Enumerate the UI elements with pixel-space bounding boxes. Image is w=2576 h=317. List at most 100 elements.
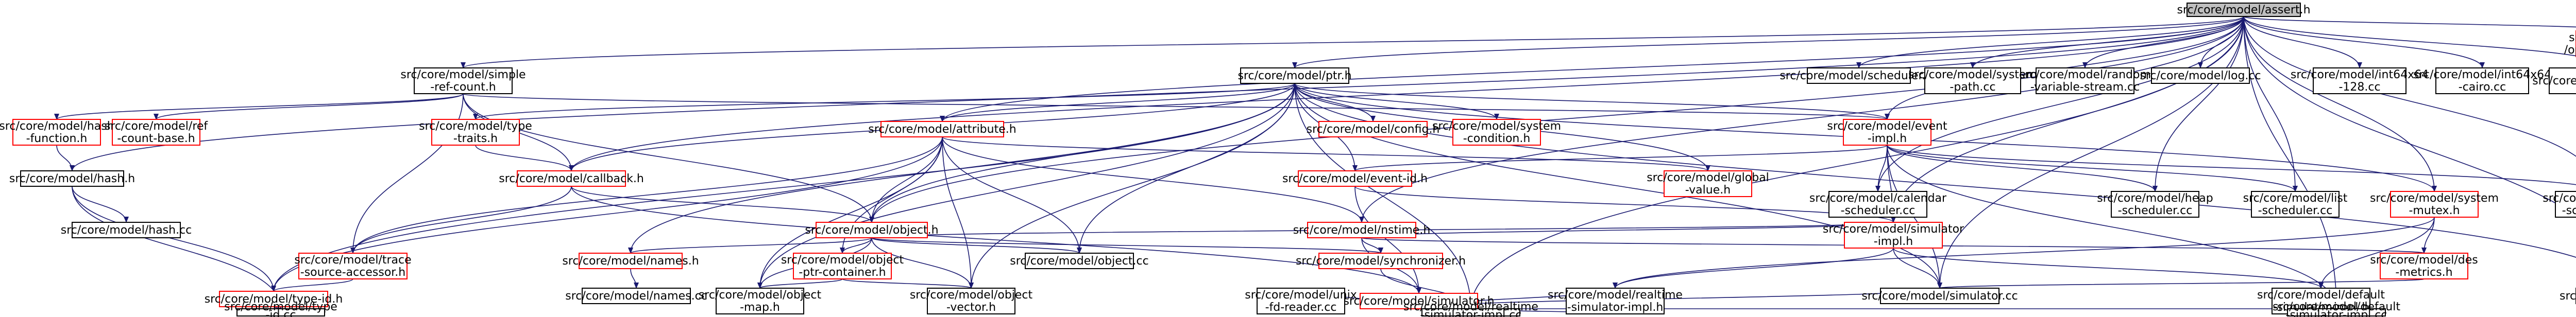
include-edge (571, 186, 1421, 294)
file-node-label: -cairo.cc (2459, 81, 2506, 94)
include-edge (1294, 83, 1473, 309)
file-node-label: -scheduler.cc (1841, 204, 1916, 217)
file-node-hash-cc[interactable]: src/core/model/hash.cc (61, 222, 192, 238)
file-node-int64x64-128[interactable]: src/core/model/int64x64-128.cc (2291, 67, 2429, 94)
file-node-object-ptr-container[interactable]: src/core/model/object-ptr-container.h (781, 253, 904, 279)
include-edge (1893, 248, 2324, 289)
file-node-callback[interactable]: src/core/model/callback.h (499, 170, 644, 187)
file-node-label: -vector.h (946, 301, 996, 314)
include-edge (2243, 16, 2339, 309)
file-node-default-sim-impl-cc[interactable]: src/core/model/default-simulator-impl.cc (2273, 301, 2400, 317)
file-node-event-id[interactable]: src/core/model/event-id.h (1282, 170, 1428, 187)
file-node-box (2151, 67, 2250, 84)
file-node-hash-function[interactable]: src/core/model/hash-function.h (0, 119, 114, 146)
file-node-names-cc[interactable]: src/core/model/names.cc (565, 288, 707, 304)
file-node-label: -128.cc (2338, 81, 2380, 94)
file-node-label: src/core/model/assert.h (2177, 4, 2310, 16)
file-node-object-h[interactable]: src/core/model/object.h (805, 222, 939, 238)
file-node-des-metrics[interactable]: src/core/model/des-metrics.h (2370, 253, 2478, 279)
file-node-label: src/core/model/type-id.h (205, 293, 343, 306)
file-node-system-condition[interactable]: src/core/model/system-condition.h (1432, 119, 1561, 146)
include-edge (54, 93, 464, 120)
file-node-config[interactable]: src/core/model/config.h (1307, 121, 1440, 137)
file-node-label: -fd-reader.cc (1265, 301, 1337, 314)
file-node-event-impl[interactable]: src/core/model/event-impl.h (1827, 119, 1947, 146)
file-node-label: -function.h (26, 132, 88, 145)
include-edge (940, 16, 2244, 122)
file-node-hash-h[interactable]: src/core/model/hash.h (9, 170, 135, 187)
node-layer: src/core/model/assert.h src/core/model/si… (0, 3, 2576, 317)
include-edge (942, 136, 1710, 171)
file-node-type-traits[interactable]: src/core/model/type-traits.h (419, 119, 532, 146)
file-node-global-value[interactable]: src/core/model/global-value.h (1647, 170, 1769, 197)
file-node-trace-source[interactable]: src/core/model/trace-source-accessor.h (294, 253, 412, 279)
file-node-box (1307, 222, 1416, 238)
file-node-box (1298, 170, 1412, 187)
file-node-int64x64-cairo[interactable]: src/core/model/int64x64-cairo.cc (2413, 67, 2551, 94)
file-node-simple-ref[interactable]: src/core/model/simple-ref-count.h (400, 67, 526, 94)
file-node-realtime-sim-impl-h[interactable]: src/core/model/realtime-simulator-impl.h (1548, 288, 1683, 314)
file-node-list-sched[interactable]: src/core/model/list-scheduler.cc (2243, 191, 2348, 218)
file-node-label: src/core/model/type (224, 301, 337, 313)
file-node-calendar-sched[interactable]: src/core/model/calendar-scheduler.cc (1809, 191, 1947, 218)
include-edge (463, 93, 1889, 120)
file-node-box (1318, 121, 1428, 137)
include-edge (72, 186, 283, 309)
file-node-scheduler-cc[interactable]: src/core/model/scheduler.cc (1780, 67, 1938, 84)
include-edge (72, 186, 276, 292)
file-node-label: -path.cc (1950, 81, 1995, 94)
file-node-ref-count-base[interactable]: src/core/model/ref-count-base.h (105, 119, 209, 146)
file-node-system-mutex[interactable]: src/core/model/system-mutex.h (2370, 191, 2499, 218)
file-node-label: src/core/model/int64x64.cc (2532, 75, 2576, 87)
file-node-names-h[interactable]: src/core/model/names.h (562, 253, 699, 269)
file-node-system-path[interactable]: src/core/model/system-path.cc (1908, 67, 2037, 94)
file-node-label: src/core/model/des (2370, 254, 2478, 267)
include-edge (1294, 83, 1499, 120)
file-node-label: src/core/model/nstime.h (1293, 224, 1431, 237)
file-node-nstime[interactable]: src/core/model/nstime.h (1293, 222, 1431, 238)
file-node-box (2187, 3, 2301, 17)
file-node-openflow[interactable]: src/openflow/model/openflow-interface.h (2564, 30, 2576, 57)
file-node-realtime-sim-impl-cc[interactable]: src/core/model/realtime-simulator-impl.c… (1403, 301, 1538, 317)
file-node-label: src/core/model/type (419, 120, 532, 133)
file-node-box (517, 170, 626, 187)
file-node-box (1421, 308, 1520, 316)
file-node-test-cc[interactable]: src/core/model/test.cc (2560, 288, 2576, 304)
file-node-attribute[interactable]: src/core/model/attribute.h (868, 121, 1016, 137)
file-node-object-cc[interactable]: src/core/model/object.cc (1010, 253, 1149, 269)
file-node-heap-sched[interactable]: src/core/model/heap-scheduler.cc (2097, 191, 2213, 218)
file-node-box (20, 170, 124, 187)
include-edge (70, 16, 2244, 171)
file-node-label: src/core/model/list (2243, 192, 2348, 205)
file-node-object-vector[interactable]: src/core/model/object-vector.h (910, 288, 1033, 314)
file-node-simulator-h[interactable]: src/core/model/simulator.h (1343, 293, 1495, 309)
file-node-label: src/core/model/heap (2097, 192, 2213, 205)
file-node-map-sched[interactable]: src/core/model/map-scheduler.cc (2543, 191, 2576, 218)
file-node-box (2036, 67, 2134, 94)
include-edge (1352, 145, 1888, 171)
file-node-int64x64-cc[interactable]: src/core/model/int64x64.cc (2532, 67, 2576, 94)
file-node-synchronizer[interactable]: src/core/model/synchronizer.h (1296, 253, 1466, 269)
file-node-random-stream[interactable]: src/core/model/random-variable-stream.cc (2019, 67, 2151, 94)
file-node-simulator-cc[interactable]: src/core/model/simulator.cc (1861, 288, 2018, 304)
file-node-log-cc[interactable]: src/core/model/log.cc (2140, 67, 2261, 84)
file-node-label: src/core/model/int64x64 (2413, 68, 2551, 81)
file-node-simulator-impl[interactable]: src/core/model/simulator-impl.h (1823, 222, 1964, 249)
include-edge (154, 93, 464, 120)
include-edge (1887, 145, 2158, 192)
file-node-label: src/core/model/random (2019, 68, 2151, 81)
file-node-label: src/core/model/map (2543, 192, 2576, 205)
file-node-label: src/core/model/object.h (805, 224, 938, 237)
include-edge (463, 93, 874, 223)
file-node-label: -value.h (1685, 184, 1731, 197)
include-edge (1938, 278, 2425, 289)
include-edge (461, 16, 2244, 68)
file-node-label: src/core/model/realtime (1548, 289, 1683, 302)
file-node-unix-fd-reader[interactable]: src/core/model/unix-fd-reader.cc (1245, 288, 1357, 314)
file-node-type-id-cc[interactable]: src/core/model/type-id.cc (224, 301, 337, 317)
file-node-object-map[interactable]: src/core/model/object-map.h (699, 288, 822, 314)
file-node-ptr[interactable]: src/core/model/ptr.h (1238, 67, 1352, 84)
file-node-label: src/core/model/names.h (562, 255, 699, 268)
file-node-type-id-h[interactable]: src/core/model/type-id.h (205, 291, 343, 307)
